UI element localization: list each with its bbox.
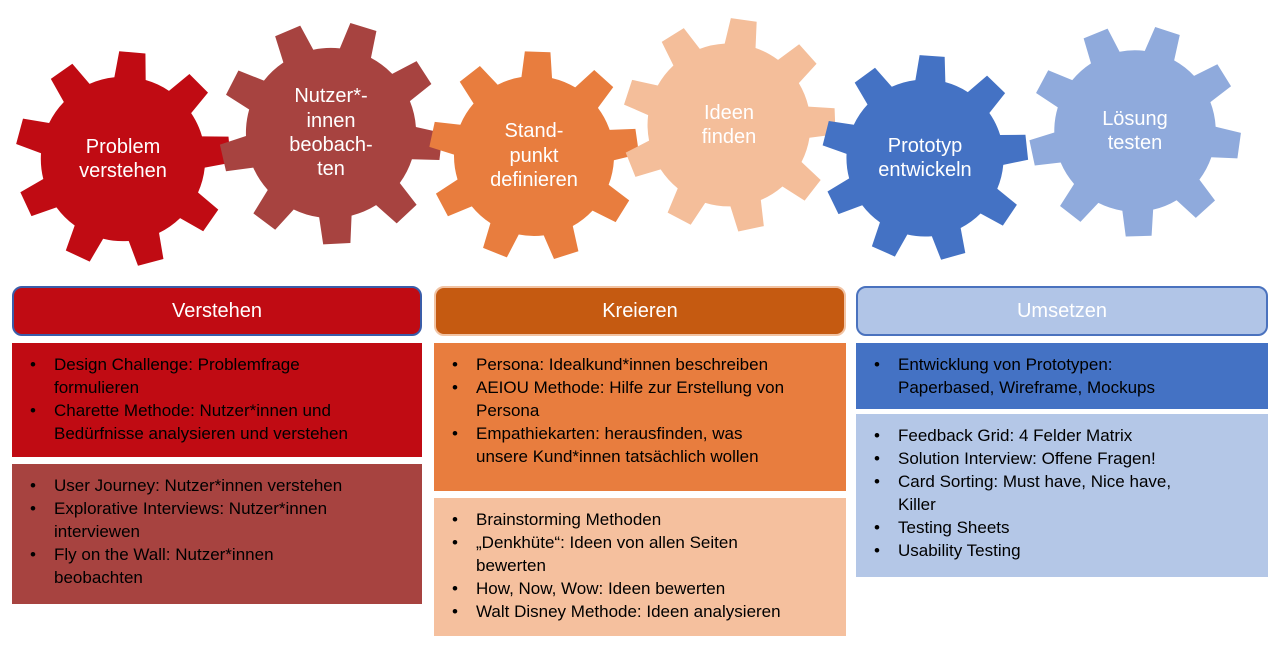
gear-label: Stand- punkt definieren (490, 120, 578, 192)
method-list: Feedback Grid: 4 Felder Matrix Solution … (872, 424, 1258, 562)
gear-prototyp-entwickeln: Prototyp entwickeln (817, 50, 1033, 266)
method-box-verstehen-1: Design Challenge: Problemfrage formulier… (12, 343, 422, 457)
column-header-label: Umsetzen (1016, 299, 1108, 322)
list-item: Charette Methode: Nutzer*innen und Bedür… (28, 399, 412, 445)
list-item: Empathiekarten: herausfinden, was unsere… (450, 422, 836, 468)
gear-label: Ideen finden (701, 101, 757, 148)
gear-label: Nutzer*- innen beobach- ten (289, 85, 373, 181)
method-box-kreieren-2: Brainstorming Methoden „Denkhüte“: Ideen… (434, 498, 846, 636)
list-item: Persona: Idealkund*innen beschreiben (450, 353, 836, 376)
column-header-umsetzen: Umsetzen (856, 286, 1268, 336)
gear-standpunkt-definieren: Stand- punkt definieren (424, 46, 644, 266)
gear-label: Problem verstehen (79, 135, 167, 182)
list-item: Testing Sheets (872, 516, 1258, 539)
method-list: Design Challenge: Problemfrage formulier… (28, 353, 412, 445)
list-item: Entwicklung von Prototypen: Paperbased, … (872, 353, 1258, 399)
list-item: How, Now, Wow: Ideen bewerten (450, 577, 836, 600)
list-item: Brainstorming Methoden (450, 508, 836, 531)
list-item: Feedback Grid: 4 Felder Matrix (872, 424, 1258, 447)
list-item: Walt Disney Methode: Ideen analysieren (450, 600, 836, 623)
gear-label: Prototyp entwickeln (878, 134, 972, 181)
method-box-umsetzen-1: Entwicklung von Prototypen: Paperbased, … (856, 343, 1268, 409)
method-box-kreieren-1: Persona: Idealkund*innen beschreiben AEI… (434, 343, 846, 491)
list-item: Usability Testing (872, 539, 1258, 562)
list-item: Card Sorting: Must have, Nice have, Kill… (872, 470, 1258, 516)
method-list: Persona: Idealkund*innen beschreiben AEI… (450, 353, 836, 468)
list-item: Fly on the Wall: Nutzer*innen beobachten (28, 543, 412, 589)
list-item: Solution Interview: Offene Fragen! (872, 447, 1258, 470)
gear-loesung-testen: Lösung testen (1024, 20, 1246, 242)
list-item: „Denkhüte“: Ideen von allen Seiten bewer… (450, 531, 836, 577)
column-header-verstehen: Verstehen (12, 286, 422, 336)
list-item: Explorative Interviews: Nutzer*innen int… (28, 497, 412, 543)
gear-problem-verstehen: Problem verstehen (10, 46, 236, 272)
method-list: Entwicklung von Prototypen: Paperbased, … (872, 353, 1258, 399)
gear-ideen-finden: Ideen finden (617, 13, 841, 237)
column-header-label: Verstehen (171, 299, 263, 322)
list-item: AEIOU Methode: Hilfe zur Erstellung von … (450, 376, 836, 422)
method-box-verstehen-2: User Journey: Nutzer*innen verstehen Exp… (12, 464, 422, 604)
list-item: User Journey: Nutzer*innen verstehen (28, 474, 412, 497)
method-box-umsetzen-2: Feedback Grid: 4 Felder Matrix Solution … (856, 414, 1268, 577)
gear-nutzerinnen-beobachten: Nutzer*- innen beobach- ten (214, 16, 448, 250)
method-list: Brainstorming Methoden „Denkhüte“: Ideen… (450, 508, 836, 623)
gear-label: Lösung testen (1102, 107, 1168, 154)
method-list: User Journey: Nutzer*innen verstehen Exp… (28, 474, 412, 589)
list-item: Design Challenge: Problemfrage formulier… (28, 353, 412, 399)
column-header-kreieren: Kreieren (434, 286, 846, 336)
column-header-label: Kreieren (602, 299, 678, 322)
